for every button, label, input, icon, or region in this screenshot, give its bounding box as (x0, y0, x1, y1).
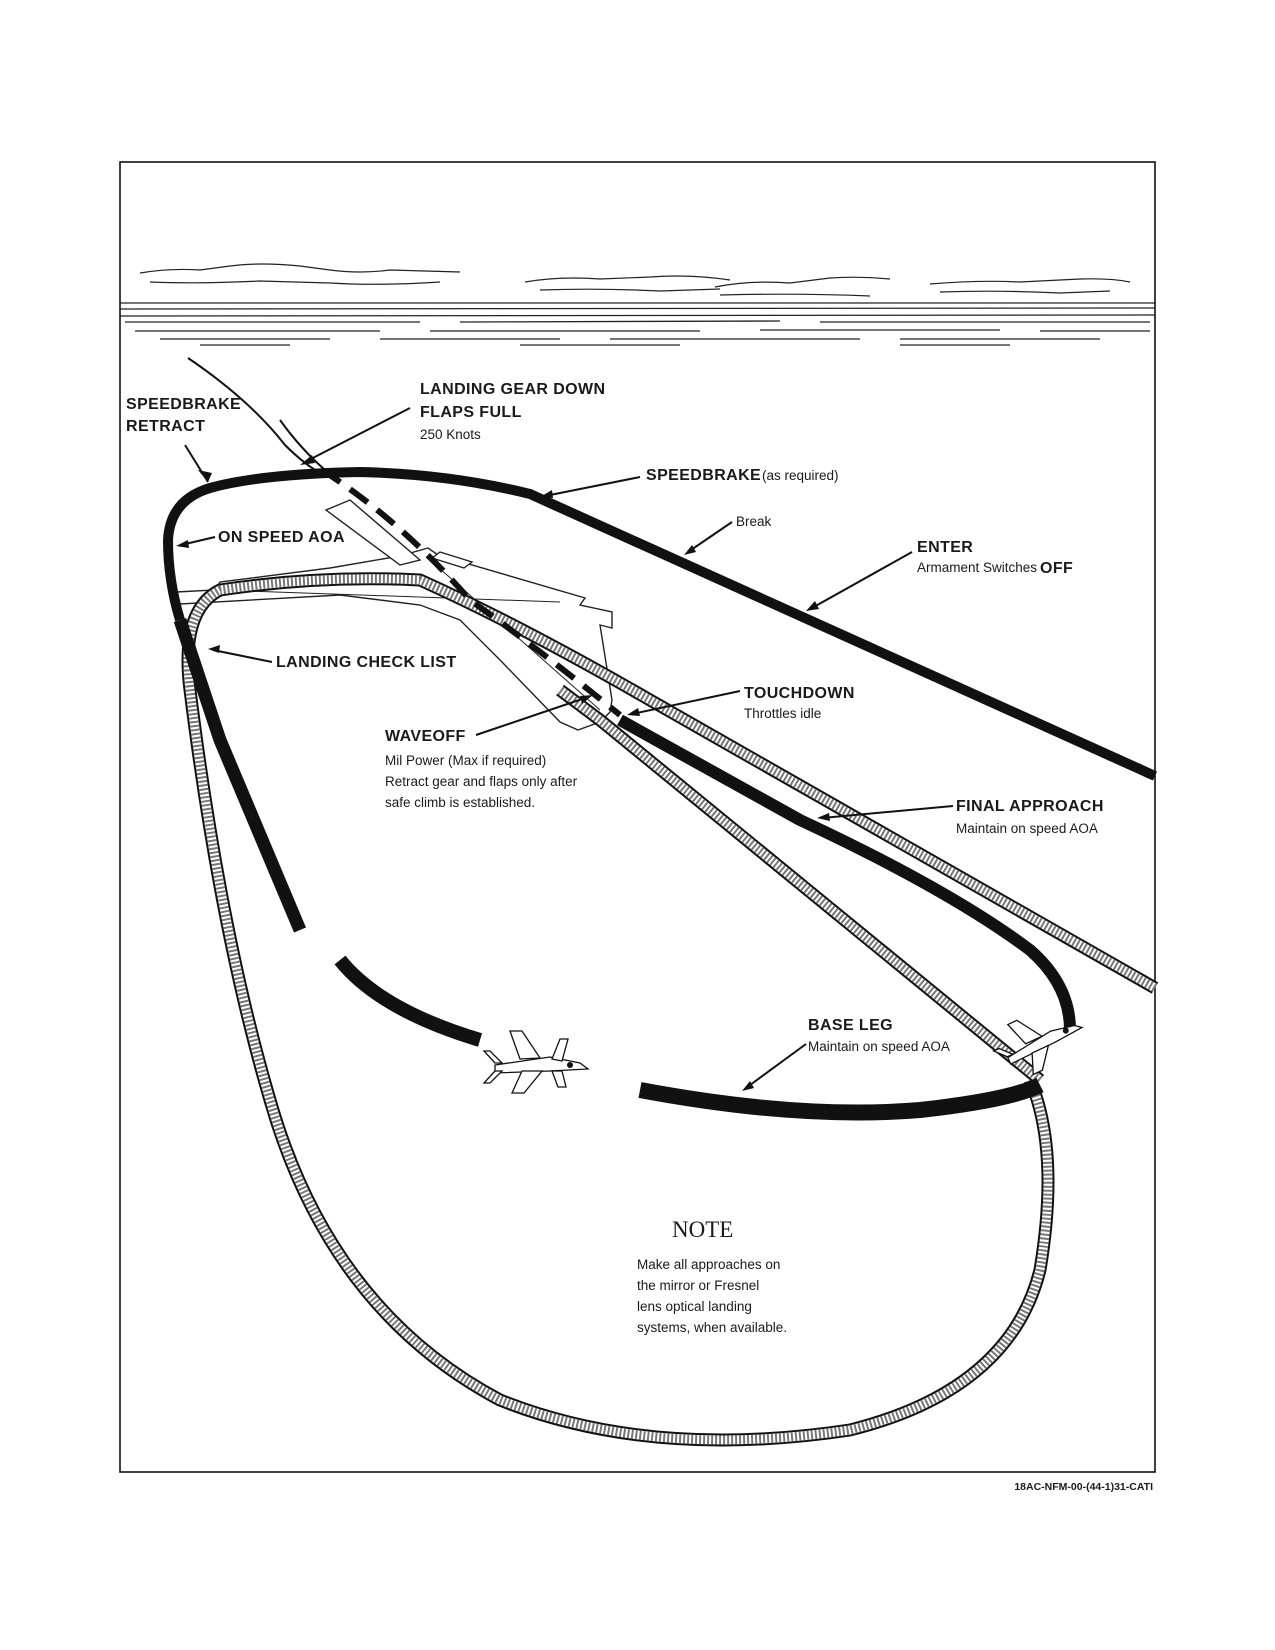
flaps-full-label: FLAPS FULL (420, 404, 522, 421)
figure-frame (119, 161, 1156, 1473)
enter-label: ENTER (917, 539, 973, 556)
initial-track-2 (279, 419, 326, 471)
final-approach-sub-label: Maintain on speed AOA (956, 821, 1098, 836)
figure-id: 18AC-NFM-00-(44-1)31-CATI (1014, 1481, 1153, 1493)
note-line-4: systems, when available. (637, 1320, 787, 1335)
knots-label: 250 Knots (420, 427, 481, 442)
throttles-idle-label: Throttles idle (744, 706, 821, 721)
leader-lines (176, 407, 954, 1091)
waveoff-label: WAVEOFF (385, 728, 466, 745)
aircraft-carrier-icon (175, 499, 613, 731)
note-title: NOTE (672, 1217, 733, 1242)
touchdown-label: TOUCHDOWN (744, 685, 855, 702)
cloud-layer (139, 263, 1131, 297)
initial-track (187, 357, 323, 475)
flight-path (162, 466, 1158, 1121)
base-leg-label: BASE LEG (808, 1017, 893, 1034)
waveoff-line-1: Mil Power (Max if required) (385, 753, 546, 768)
landing-check-list-label: LANDING CHECK LIST (276, 654, 457, 671)
aircraft-icon (992, 1019, 1084, 1076)
aircraft-icon (482, 1030, 590, 1094)
ground-track (181, 572, 1159, 1447)
waveoff-line-2: Retract gear and flaps only after (385, 774, 578, 789)
on-speed-aoa-label: ON SPEED AOA (218, 529, 345, 546)
note-line-1: Make all approaches on (637, 1257, 780, 1272)
speedbrake-retract-label: SPEEDBRAKE (126, 396, 241, 413)
note-line-2: the mirror or Fresnel (637, 1278, 759, 1293)
landing-gear-label: LANDING GEAR DOWN (420, 381, 605, 398)
final-approach-label: FINAL APPROACH (956, 798, 1104, 815)
break-label: Break (736, 514, 772, 529)
base-leg-sub-label: Maintain on speed AOA (808, 1039, 950, 1054)
speedbrake-label: SPEEDBRAKE (646, 467, 761, 484)
off-label: OFF (1040, 560, 1073, 577)
speedbrake-retract-label-2: RETRACT (126, 418, 205, 435)
speedbrake-sub-label: (as required) (762, 468, 839, 483)
sea-horizon (119, 302, 1156, 346)
waveoff-line-3: safe climb is established. (385, 795, 535, 810)
note-line-3: lens optical landing (637, 1299, 752, 1314)
armament-switches-label: Armament Switches (917, 560, 1037, 575)
